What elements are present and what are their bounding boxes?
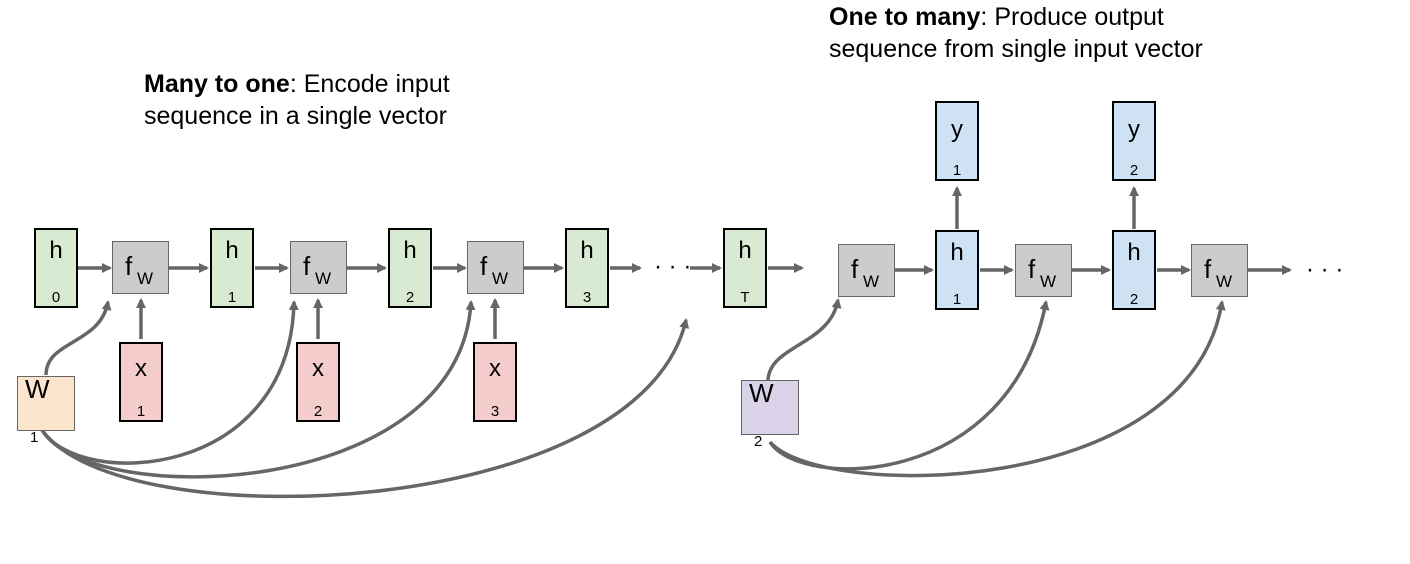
ellipsis-right: · · ·	[1306, 256, 1344, 283]
node-fw-left-2: f W	[290, 241, 347, 294]
node-x2: x 2	[296, 342, 340, 422]
title-one-to-many: One to many: Produce output sequence fro…	[829, 1, 1203, 65]
edge-w2-rf2	[768, 300, 1050, 471]
node-h1: h 1	[210, 228, 254, 308]
node-w2: W 2	[741, 379, 799, 450]
edge-w1-f3	[40, 300, 476, 479]
node-h3: h 3	[565, 228, 609, 308]
node-fw-right-1: f W	[838, 244, 895, 297]
node-y1: y 1	[935, 101, 979, 181]
node-y2: y 2	[1112, 101, 1156, 181]
ellipsis-left: · · ·	[654, 253, 692, 280]
title-left-line2: sequence in a single vector	[144, 102, 447, 130]
node-hT: h T	[723, 228, 767, 308]
node-fw-left-1: f W	[112, 241, 169, 294]
node-fw-left-3: f W	[467, 241, 524, 294]
title-right-rest: : Produce output	[980, 3, 1164, 31]
title-left-rest: : Encode input	[289, 70, 450, 98]
node-fw-right-2: f W	[1015, 244, 1072, 297]
node-fw-right-3: f W	[1191, 244, 1248, 297]
edge-w1-hT	[40, 318, 690, 499]
node-right-h1: h 1	[935, 230, 979, 310]
title-right-line2: sequence from single input vector	[829, 35, 1203, 63]
title-right-bold: One to many	[829, 3, 981, 31]
edge-w2-rf1	[766, 298, 842, 381]
node-w1: W 1	[17, 375, 75, 446]
title-many-to-one: Many to one: Encode input sequence in a …	[144, 68, 450, 132]
node-x1: x 1	[119, 342, 163, 422]
edge-w1-f1	[44, 300, 112, 376]
node-h2: h 2	[388, 228, 432, 308]
title-left-bold: Many to one	[144, 70, 290, 98]
node-right-h2: h 2	[1112, 230, 1156, 310]
node-x3: x 3	[473, 342, 517, 422]
node-h0: h 0	[34, 228, 78, 308]
edge-w2-rf3	[768, 300, 1226, 478]
edge-w1-f2	[40, 300, 299, 465]
